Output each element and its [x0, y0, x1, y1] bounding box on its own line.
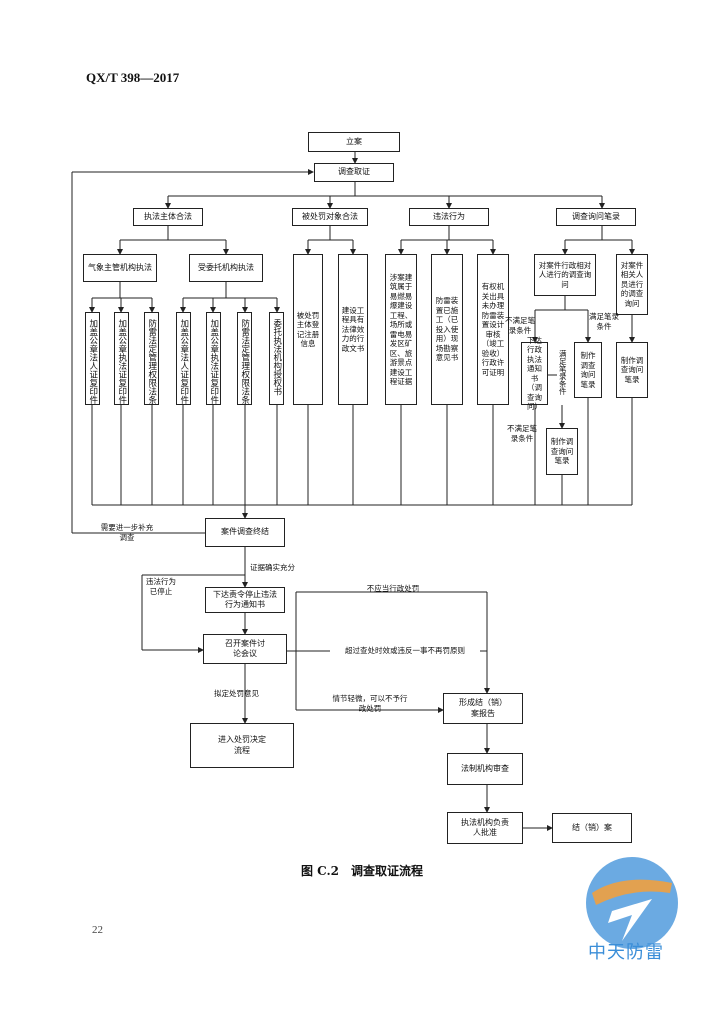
label-buying: 不应当行政处罚 [366, 584, 420, 593]
label-qingjie: 情节轻微，可以不予行政处罚 [332, 694, 408, 713]
label-manzu-2: 满足笔录条件 [557, 350, 568, 405]
doc-sw-fatiao: 防雷法定管理权限法条 [237, 312, 252, 405]
node-xiangduiren: 对案件行政相对人进行的调查询问 [534, 254, 596, 296]
node-jinru: 进入处罚决定流程 [190, 723, 294, 768]
node-fazhi: 法制机构审查 [447, 753, 523, 785]
doc-jianzhu-zhengju: 涉案建筑属于易燃易爆建设工程、场所或雷电易发区矿区、旅游景点建设工程证据 [385, 254, 417, 405]
doc-sw-faren: 加盖公章法人证复印件 [176, 312, 191, 405]
doc-xingzheng-wenshu: 建设工程具有法律效力的行政文书 [338, 254, 368, 405]
doc-sw-shouquan: 委托执法机构授权书 [269, 312, 284, 405]
node-zhongjie: 案件调查终结 [205, 518, 285, 547]
node-zhizuo-1: 制作调查询问笔录 [574, 342, 602, 398]
node-bei-chufa: 被处罚对象合法 [292, 208, 368, 226]
standard-code: QX/T 398—2017 [86, 70, 180, 85]
node-jiean: 结（销）案 [552, 813, 632, 843]
node-zhifa-zhuti: 执法主体合法 [133, 208, 203, 226]
node-lian: 立案 [308, 132, 400, 152]
node-xingcheng: 形成结（销）案报告 [443, 693, 523, 724]
logo-text: 中天防雷 [588, 942, 664, 963]
node-zeling: 下达责令停止违法行为通知书 [205, 587, 285, 613]
doc-qx-faren: 加盖公章法人证复印件 [85, 312, 100, 405]
doc-qx-fatiao: 防雷法定管理权限法条 [144, 312, 159, 405]
label-buchong: 需要进一步补充调查 [100, 523, 154, 542]
label-bumanzu-1: 不满足笔录条件 [505, 316, 535, 335]
label-manzu-1: 满足笔录条件 [589, 312, 619, 331]
node-xiangguanren: 对案件相关人员进行的调查询问 [616, 254, 648, 315]
doc-sw-zhifazheng: 加盖公章执法证复印件 [206, 312, 221, 405]
node-zhizuo-2: 制作调查询问笔录 [546, 428, 578, 475]
figure-caption: 图 C.2 调查取证流程 [300, 864, 424, 878]
node-huiyi: 召开案件讨论会议 [203, 634, 287, 664]
node-shouwei: 受委托机构执法 [189, 254, 263, 282]
doc-zhuce-xinxi: 被处罚主体登记注册信息 [293, 254, 323, 405]
doc-xuke-zhengming: 有权机关出具未办理防雷装置设计审核（竣工验收）行政许可证明 [477, 254, 509, 405]
label-bumanzu-2: 不满足笔录条件 [507, 424, 537, 443]
label-yiting: 违法行为已停止 [146, 577, 176, 596]
node-xunwen-bilu: 调查询问笔录 [556, 208, 636, 226]
doc-kancha-yijian: 防雷装置已施工（已投入使用）现场勘察意见书 [431, 254, 463, 405]
node-zhizuo-3: 制作调查询问笔录 [616, 342, 648, 398]
page-number: 22 [92, 924, 103, 936]
zhongtian-logo-icon [586, 857, 678, 949]
node-pizhun: 执法机构负责人批准 [447, 812, 523, 844]
node-xiada-tongzhi: 下达行政执法通知书（调查询问） [521, 336, 548, 411]
doc-qx-zhifazheng: 加盖公章执法证复印件 [114, 312, 129, 405]
label-nidin: 拟定处罚意见 [214, 689, 259, 698]
label-queshi: 证据确实充分 [250, 563, 295, 572]
node-weifa: 违法行为 [409, 208, 489, 226]
node-qixiang: 气象主管机构执法 [83, 254, 157, 282]
node-diaocha: 调查取证 [314, 163, 394, 182]
label-chaoguo: 超过查处时效或违反一事不再罚原则 [330, 646, 480, 656]
